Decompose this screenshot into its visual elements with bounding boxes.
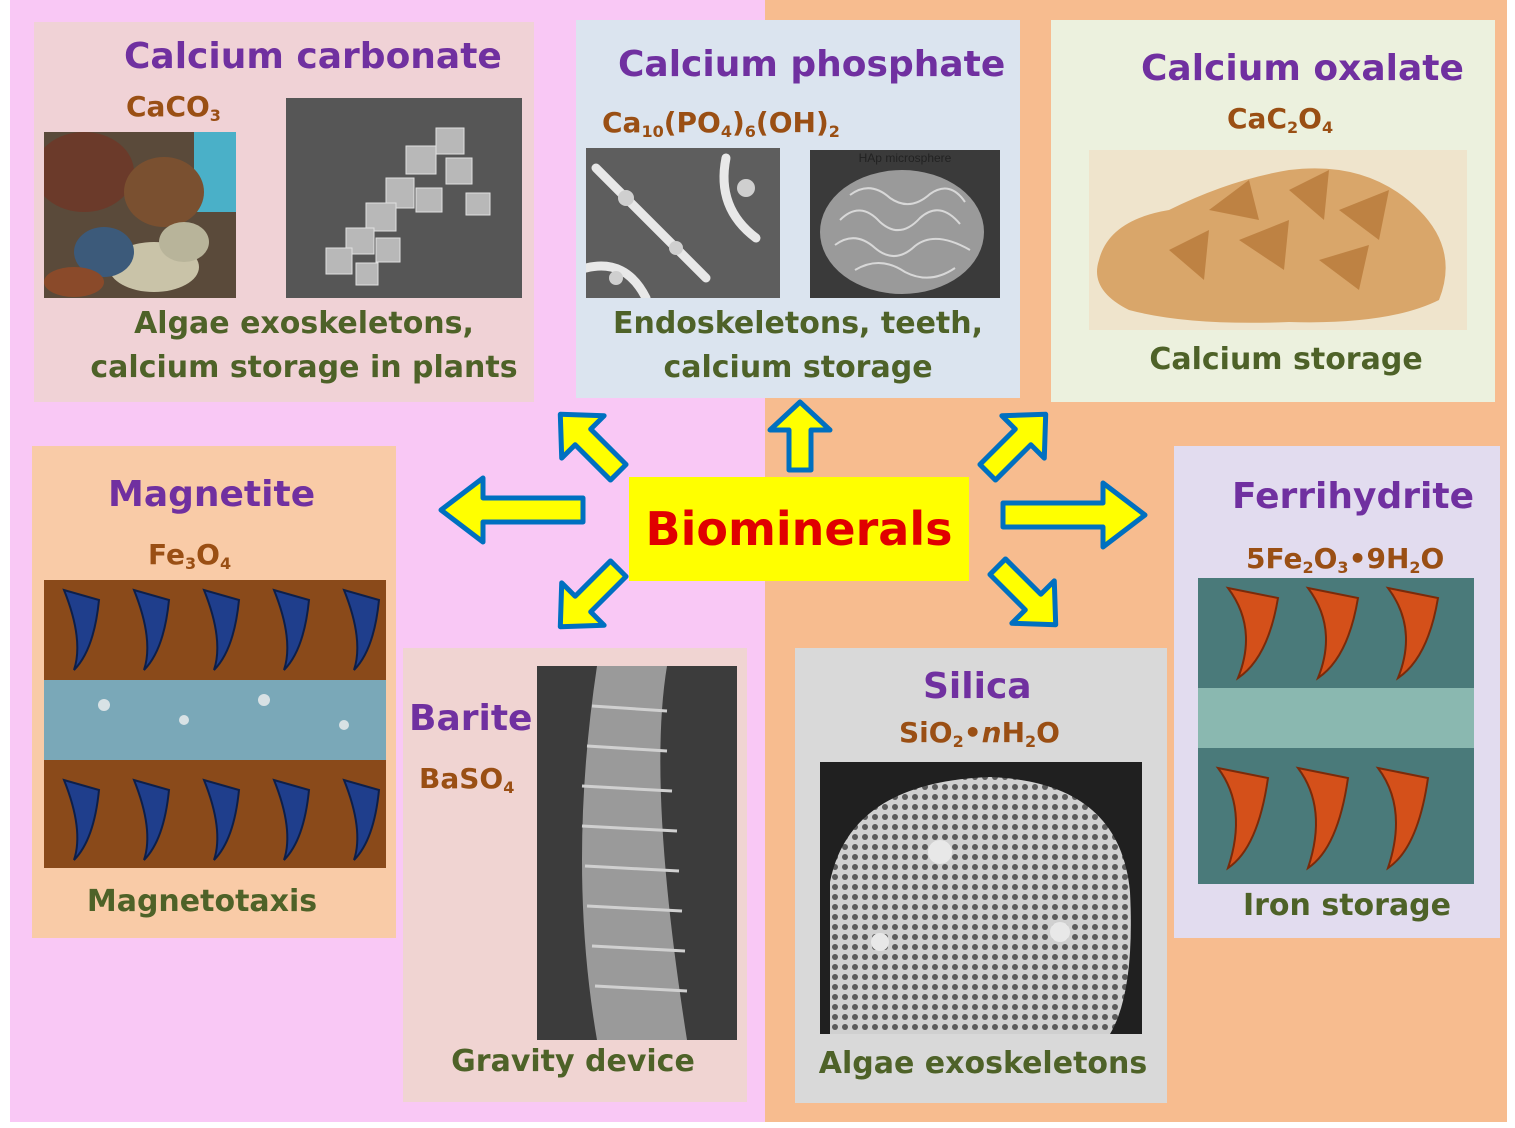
arrow-down-right xyxy=(987,556,1059,628)
ferrihydrite-caption: Iron storage xyxy=(1242,888,1452,923)
silica-panel: Silica SiO2•nH2O Algae exoskeletons xyxy=(795,648,1167,1103)
magnetite-teeth-photo xyxy=(44,580,386,868)
arrow-left xyxy=(438,475,586,545)
barite-caption: Gravity device xyxy=(451,1044,695,1079)
hap-microsphere-image: HAp microsphere xyxy=(810,150,1000,298)
magnetite-panel: Magnetite Fe3O4 Magnetotaxis xyxy=(32,446,396,938)
barite-panel: Barite BaSO4 Gravity device xyxy=(403,648,747,1102)
calcium-carbonate-panel: Calcium carbonate CaCO3 xyxy=(34,22,534,402)
oxalate-crystal-photo xyxy=(1089,150,1467,330)
magnetite-caption: Magnetotaxis xyxy=(86,884,318,919)
ferrihydrite-panel: Ferrihydrite 5Fe2O3•9H2O Iron storage xyxy=(1174,446,1500,938)
algae-photo xyxy=(44,132,236,298)
arrow-up-left xyxy=(557,411,629,483)
center-biominerals-label: Biominerals xyxy=(645,502,953,556)
calcium-phosphate-formula: Ca10(PO4)6(OH)2 xyxy=(602,106,840,141)
calcium-oxalate-formula: CaC2O4 xyxy=(1227,102,1334,137)
calcium-phosphate-caption: Endoskeletons, teeth, calcium storage xyxy=(612,306,984,385)
bone-sem-image xyxy=(586,148,780,298)
calcium-carbonate-title: Calcium carbonate xyxy=(124,36,502,77)
silica-caption: Algae exoskeletons xyxy=(818,1046,1148,1081)
arrow-up xyxy=(767,399,833,473)
ferrihydrite-title: Ferrihydrite xyxy=(1232,476,1474,517)
hap-microsphere-label: HAp microsphere xyxy=(859,151,952,165)
calcium-oxalate-title: Calcium oxalate xyxy=(1141,48,1464,89)
ferrihydrite-teeth-photo xyxy=(1198,578,1474,884)
arrow-right xyxy=(1000,480,1148,550)
diatom-sem-image xyxy=(820,762,1142,1034)
barite-sem-image xyxy=(537,666,737,1040)
arrow-down-left xyxy=(557,558,629,630)
calcium-oxalate-panel: Calcium oxalate CaC2O4 Calcium storage xyxy=(1051,20,1495,402)
calcium-oxalate-caption: Calcium storage xyxy=(1149,342,1423,377)
silica-formula: SiO2•nH2O xyxy=(899,716,1060,751)
calcium-phosphate-title: Calcium phosphate xyxy=(618,44,1006,85)
calcite-crystal-sem xyxy=(286,98,522,298)
magnetite-formula: Fe3O4 xyxy=(148,538,232,573)
barite-formula: BaSO4 xyxy=(419,762,515,797)
magnetite-title: Magnetite xyxy=(108,474,316,515)
arrow-up-right xyxy=(977,411,1049,483)
barite-title: Barite xyxy=(409,698,533,739)
silica-title: Silica xyxy=(923,666,1032,707)
ferrihydrite-formula: 5Fe2O3•9H2O xyxy=(1246,542,1445,577)
center-biominerals-box: Biominerals xyxy=(629,477,969,581)
calcium-carbonate-formula: CaCO3 xyxy=(126,90,221,125)
calcium-phosphate-panel: Calcium phosphate Ca10(PO4)6(OH)2 HAp mi… xyxy=(576,20,1020,398)
calcium-carbonate-caption: Algae exoskeletons, calcium storage in p… xyxy=(90,306,518,385)
